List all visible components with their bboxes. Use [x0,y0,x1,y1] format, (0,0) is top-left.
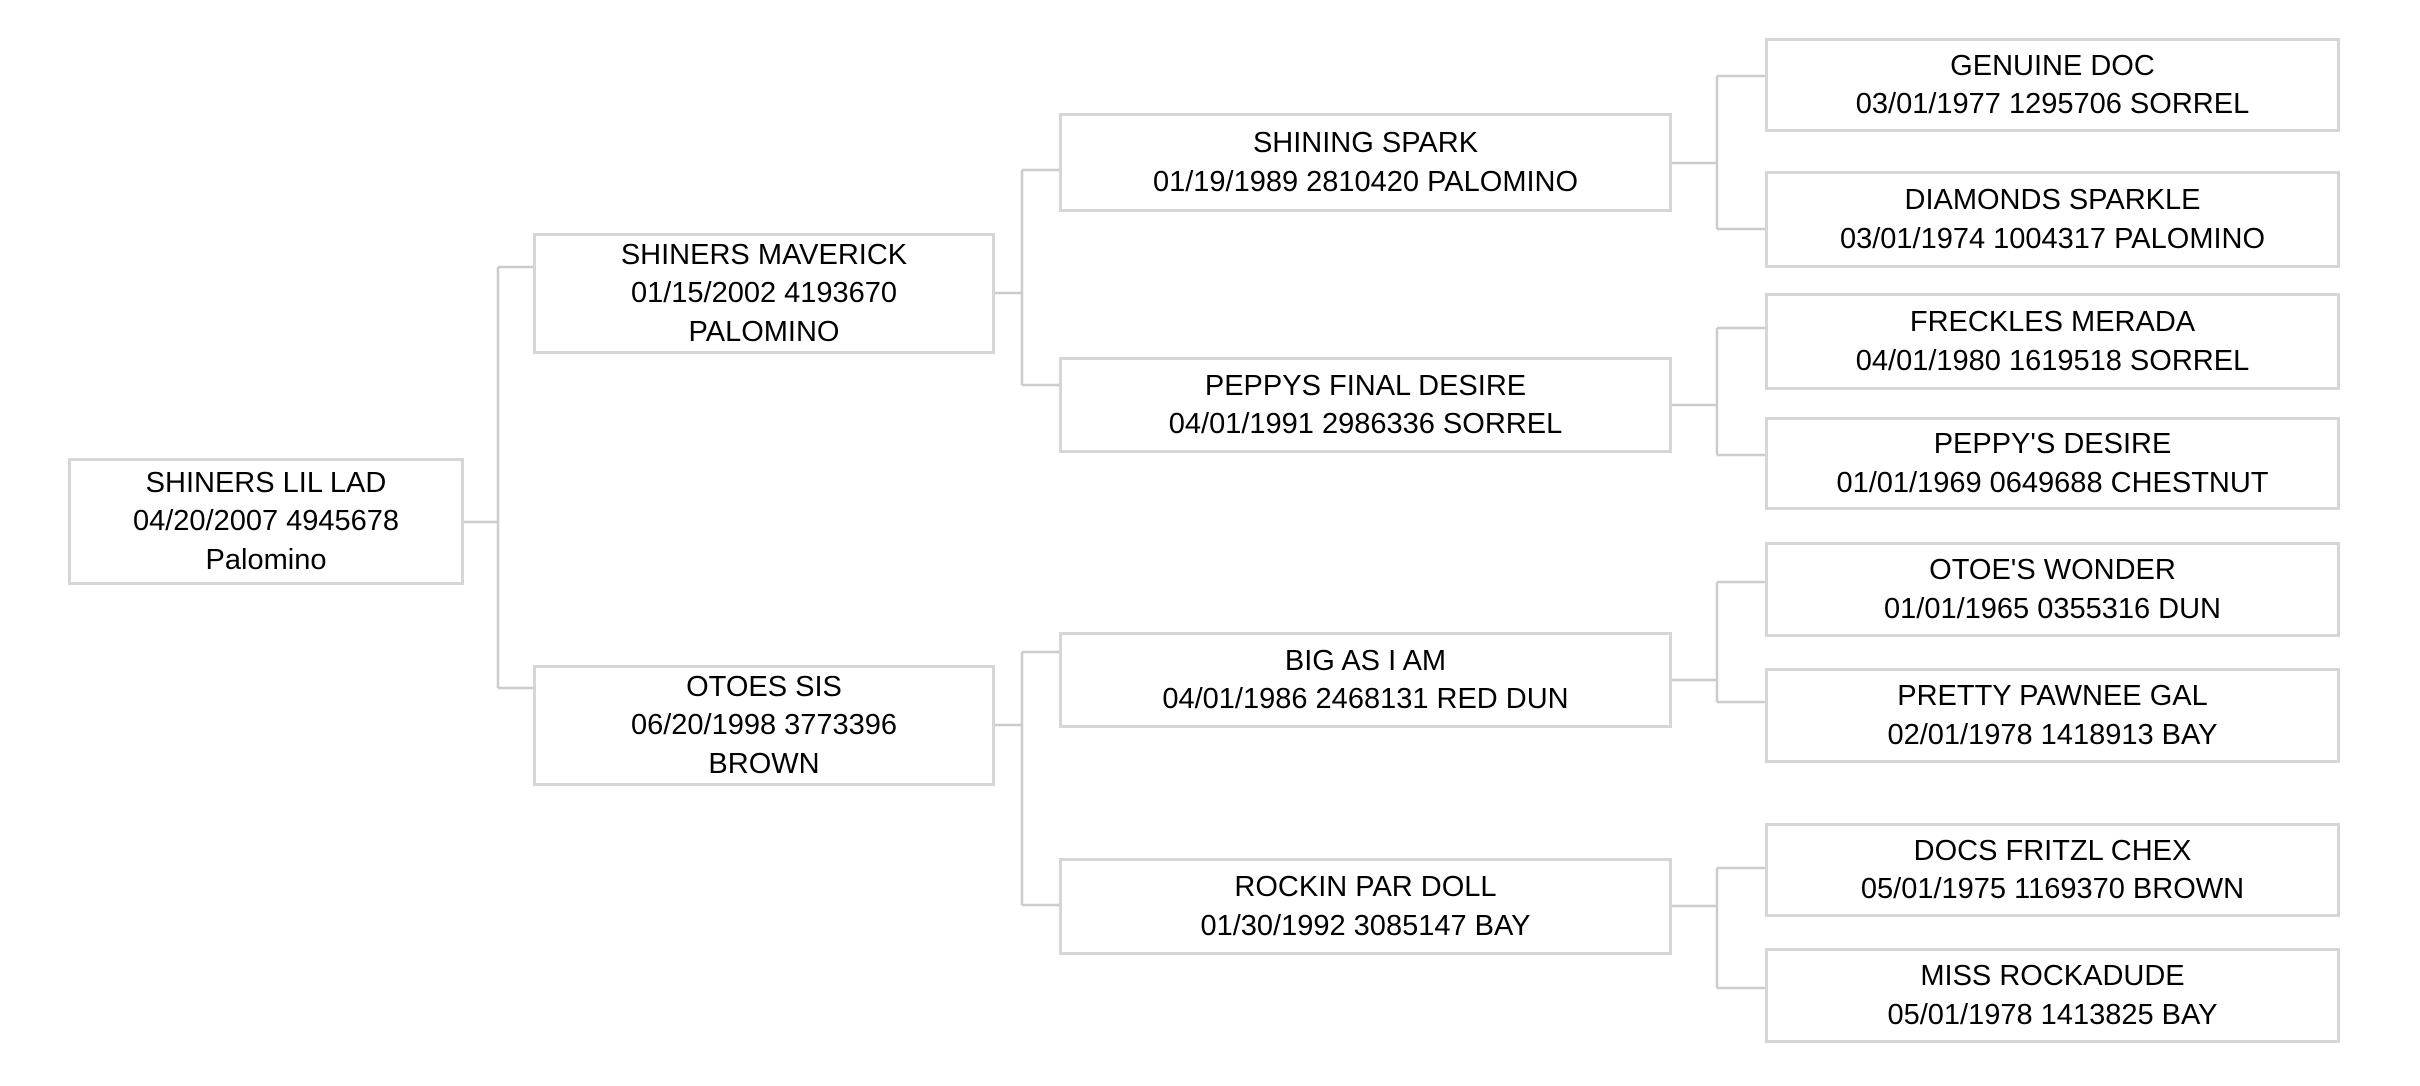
horse-box-root: SHINERS LIL LAD 04/20/2007 4945678 Palom… [68,458,464,585]
horse-box-sire-sire-dam: DIAMONDS SPARKLE 03/01/1974 1004317 PALO… [1765,171,2340,268]
connector-dam-to-parents [995,650,1059,907]
horse-details: 04/01/1980 1619518 SORREL [1855,344,2250,377]
connector-siresire-to-parents [1672,74,1765,231]
horse-name: MISS ROCKADUDE [1920,960,2185,993]
horse-box-dam: OTOES SIS 06/20/1998 3773396 BROWN [533,665,995,786]
horse-details: 06/20/1998 3773396 [630,709,898,742]
horse-box-dam-sire: BIG AS I AM 04/01/1986 2468131 RED DUN [1059,632,1672,728]
horse-box-sire: SHINERS MAVERICK 01/15/2002 4193670 PALO… [533,233,995,354]
connector-damsire-to-parents [1672,580,1765,704]
connector-damdam-to-parents [1672,866,1765,990]
connector-siredam-to-parents [1672,326,1765,457]
horse-details: 01/19/1989 2810420 PALOMINO [1152,165,1579,198]
horse-name: PEPPY'S DESIRE [1933,428,2172,461]
horse-box-sire-dam-sire: FRECKLES MERADA 04/01/1980 1619518 SORRE… [1765,293,2340,390]
horse-name: PEPPYS FINAL DESIRE [1204,369,1527,402]
horse-box-dam-dam-dam: MISS ROCKADUDE 05/01/1978 1413825 BAY [1765,948,2340,1043]
horse-color: Palomino [205,543,327,576]
horse-details: 04/01/1991 2986336 SORREL [1168,408,1563,440]
connector-root-to-parents [464,265,533,690]
horse-name: FRECKLES MERADA [1909,306,2196,339]
horse-details: 02/01/1978 1418913 BAY [1887,718,2218,751]
horse-details: 01/15/2002 4193670 [630,277,898,310]
horse-name: DOCS FRITZL CHEX [1913,834,2192,867]
horse-details: 01/01/1965 0355316 DUN [1884,592,2221,625]
horse-color: PALOMINO [688,315,840,348]
horse-name: ROCKIN PAR DOLL [1234,871,1497,904]
horse-details: 04/20/2007 4945678 [132,505,400,538]
horse-box-dam-dam-sire: DOCS FRITZL CHEX 05/01/1975 1169370 BROW… [1765,823,2340,917]
horse-name: DIAMONDS SPARKLE [1904,184,2201,217]
horse-details: 05/01/1978 1413825 BAY [1887,998,2218,1031]
horse-color: BROWN [708,747,820,780]
horse-name: SHINERS MAVERICK [620,239,908,272]
horse-name: OTOES SIS [686,671,842,704]
horse-name: PRETTY PAWNEE GAL [1897,680,2208,713]
horse-name: GENUINE DOC [1950,49,2155,82]
horse-box-dam-sire-sire: OTOE'S WONDER 01/01/1965 0355316 DUN [1765,542,2340,637]
horse-details: 01/01/1969 0649688 CHESTNUT [1836,466,2269,499]
horse-box-sire-dam-dam: PEPPY'S DESIRE 01/01/1969 0649688 CHESTN… [1765,417,2340,510]
horse-name: SHINING SPARK [1252,127,1479,160]
horse-details: 03/01/1977 1295706 SORREL [1855,88,2250,120]
horse-box-sire-dam: PEPPYS FINAL DESIRE 04/01/1991 2986336 S… [1059,357,1672,453]
horse-name: BIG AS I AM [1284,644,1447,677]
horse-name: OTOE'S WONDER [1929,554,2176,587]
connector-sire-to-parents [995,168,1059,387]
horse-details: 03/01/1974 1004317 PALOMINO [1839,222,2266,255]
horse-details: 04/01/1986 2468131 RED DUN [1162,683,1569,715]
horse-box-dam-dam: ROCKIN PAR DOLL 01/30/1992 3085147 BAY [1059,858,1672,955]
horse-details: 05/01/1975 1169370 BROWN [1860,873,2245,905]
horse-box-sire-sire: SHINING SPARK 01/19/1989 2810420 PALOMIN… [1059,113,1672,212]
horse-box-sire-sire-sire: GENUINE DOC 03/01/1977 1295706 SORREL [1765,38,2340,132]
horse-details: 01/30/1992 3085147 BAY [1200,909,1531,942]
horse-box-dam-sire-dam: PRETTY PAWNEE GAL 02/01/1978 1418913 BAY [1765,668,2340,763]
horse-name: SHINERS LIL LAD [145,467,387,500]
